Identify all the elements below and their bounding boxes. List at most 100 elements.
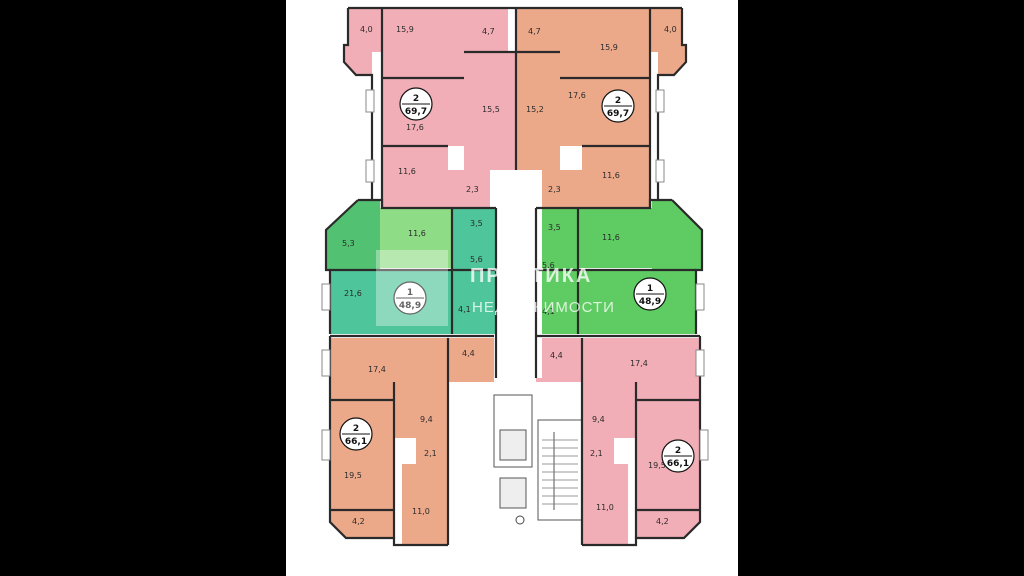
label-bl-4: 19,5 xyxy=(344,471,362,480)
label-tl-3: 15,5 xyxy=(482,105,500,114)
room-ml-4-1 xyxy=(452,270,496,334)
label-tr-0: 4,7 xyxy=(528,27,541,36)
label-tl-1: 15,9 xyxy=(396,25,414,34)
label-tl-2: 4,7 xyxy=(482,27,495,36)
room-tl-4-7 xyxy=(464,8,508,52)
room-br-4-2 xyxy=(636,510,700,538)
room-br-2-1 xyxy=(582,438,614,464)
room-ml-11-6 xyxy=(380,208,452,268)
badge-bl-area: 66,1 xyxy=(345,437,367,447)
label-bl-2: 9,4 xyxy=(420,415,433,424)
drain-icon xyxy=(515,515,525,525)
label-bl-0: 17,4 xyxy=(368,365,386,374)
badge-mid-right: 1 48,9 xyxy=(633,277,667,311)
label-tr-5: 11,6 xyxy=(602,171,620,180)
room-labels-tl: 4,0 15,9 4,7 15,5 17,6 11,6 2,3 xyxy=(360,25,500,194)
badge-tr-rooms: 2 xyxy=(615,96,621,106)
room-ml-5-3 xyxy=(326,200,380,270)
label-tr-3: 15,2 xyxy=(526,105,544,114)
watermark-logo xyxy=(376,250,448,326)
label-bl-3: 2,1 xyxy=(424,449,437,458)
room-br-9-4 xyxy=(582,382,636,438)
label-mr-2: 5,6 xyxy=(542,261,555,270)
badge-top-left: 2 69,7 xyxy=(399,87,433,121)
badge-ml-area: 48,9 xyxy=(399,301,421,311)
stair-steps xyxy=(542,439,578,505)
badge-br-area: 66,1 xyxy=(667,459,689,469)
badge-bottom-left: 2 66,1 xyxy=(339,417,373,451)
room-bl-9-4 xyxy=(394,382,448,438)
label-br-5: 11,0 xyxy=(596,503,614,512)
stairwell xyxy=(537,419,583,521)
label-mr-3: 4,1 xyxy=(542,307,555,316)
label-ml-2: 3,5 xyxy=(470,219,483,228)
label-br-6: 4,2 xyxy=(656,517,669,526)
label-ml-5: 4,1 xyxy=(458,305,471,314)
room-bl-4-2 xyxy=(330,510,394,538)
badge-bl-rooms: 2 xyxy=(353,424,359,434)
apartment-mid-right xyxy=(536,200,702,334)
watermark-line1: ПРАКТИКА xyxy=(470,265,592,287)
floor-plan-sheet: 4,0 15,9 4,7 15,5 17,6 11,6 2,3 4,7 15,9… xyxy=(286,0,738,576)
room-tr-11-6 xyxy=(582,146,650,208)
room-tl-11-6 xyxy=(382,146,448,208)
label-br-0: 4,4 xyxy=(550,351,563,360)
apartment-bottom-right xyxy=(536,338,700,544)
badge-ml-rooms: 1 xyxy=(407,288,413,298)
label-tl-0: 4,0 xyxy=(360,25,373,34)
room-tl-2-3 xyxy=(448,170,490,208)
label-tr-6: 2,3 xyxy=(548,185,561,194)
label-br-4: 19,5 xyxy=(648,461,666,470)
badge-mid-left: 1 48,9 xyxy=(393,281,427,315)
room-tr-15-2 xyxy=(516,52,560,170)
room-labels-br: 4,4 17,4 9,4 2,1 19,5 11,0 4,2 xyxy=(550,351,669,526)
badge-br-rooms: 2 xyxy=(675,446,681,456)
apartment-top-right xyxy=(516,8,686,208)
room-br-11-0 xyxy=(582,464,628,544)
watermark: ПРАКТИКА НЕДВИЖИМОСТИ xyxy=(376,250,614,326)
room-mr-11-6 xyxy=(578,208,652,268)
badge-tl-rooms: 2 xyxy=(413,94,419,104)
badge-tr-area: 69,7 xyxy=(607,109,629,119)
room-tr-15-9 xyxy=(560,8,650,78)
room-ml-21-6 xyxy=(330,270,452,334)
label-ml-0: 5,3 xyxy=(342,239,355,248)
room-labels-bl: 17,4 4,4 9,4 2,1 19,5 11,0 4,2 xyxy=(344,349,475,526)
badge-bottom-right: 2 66,1 xyxy=(661,439,695,473)
room-labels-mr: 3,5 11,6 5,6 4,1 xyxy=(542,223,620,316)
room-bl-11-0 xyxy=(402,464,448,544)
room-tl-15-5 xyxy=(464,52,516,170)
elevator-2 xyxy=(499,477,527,509)
room-tl-15-9 xyxy=(382,8,464,78)
room-mr-balcony xyxy=(652,200,702,270)
room-bl-2-1 xyxy=(416,438,448,464)
badge-tl-area: 69,7 xyxy=(405,107,427,117)
room-mr-4-1 xyxy=(536,270,578,334)
label-ml-4: 21,6 xyxy=(344,289,362,298)
room-bl-19-5 xyxy=(330,400,394,510)
room-bl-4-4 xyxy=(448,338,494,382)
label-tr-2: 4,0 xyxy=(664,25,677,34)
room-labels-tr: 4,7 15,9 4,0 15,2 17,6 11,6 2,3 xyxy=(526,25,677,194)
label-br-1: 17,4 xyxy=(630,359,648,368)
label-bl-6: 4,2 xyxy=(352,517,365,526)
label-tr-4: 17,6 xyxy=(568,91,586,100)
room-tr-2-3 xyxy=(542,170,582,208)
windows xyxy=(321,89,709,461)
label-bl-1: 4,4 xyxy=(462,349,475,358)
label-tl-4: 17,6 xyxy=(406,123,424,132)
badge-mr-rooms: 1 xyxy=(647,284,653,294)
floor-plan: 4,0 15,9 4,7 15,5 17,6 11,6 2,3 4,7 15,9… xyxy=(321,6,709,547)
label-br-3: 2,1 xyxy=(590,449,603,458)
room-mr-5-6 xyxy=(536,246,578,270)
apartment-bottom-left xyxy=(330,338,494,544)
room-br-4-4 xyxy=(536,338,582,382)
room-ml-5-6 xyxy=(452,246,496,270)
apartment-top-left xyxy=(344,8,516,208)
label-tl-5: 11,6 xyxy=(398,167,416,176)
room-loggia-tl xyxy=(344,8,382,75)
room-mr-3-5 xyxy=(536,208,578,246)
building-core xyxy=(493,178,583,525)
label-ml-3: 5,6 xyxy=(470,255,483,264)
